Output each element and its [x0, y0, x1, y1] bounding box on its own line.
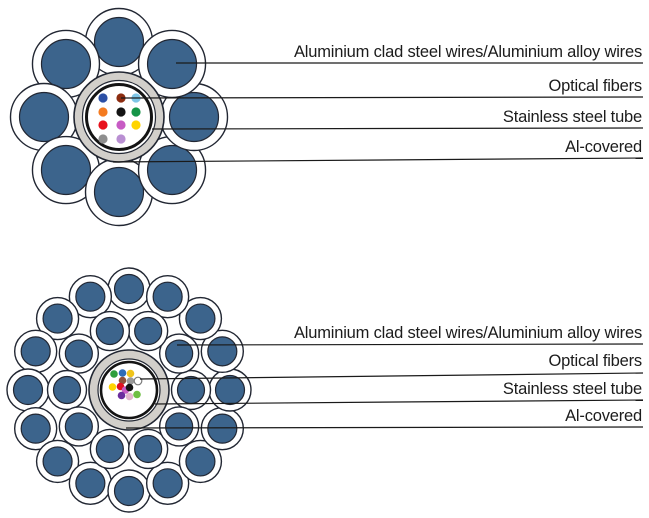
optical-fiber-dot [110, 370, 118, 378]
optical-fiber-dot [126, 369, 135, 378]
armor-wire [207, 336, 238, 367]
optical-fiber-dot [118, 376, 127, 385]
bottom-label-aluminium-wires: Aluminium clad steel wires/Aluminium all… [293, 324, 642, 342]
armor-wire [64, 339, 93, 368]
armor-wire [12, 374, 44, 406]
optical-fiber-dot [133, 390, 141, 399]
armor-wire [75, 468, 106, 499]
cable-cross-section-8-wire [9, 7, 644, 227]
leader-line-1 [139, 372, 644, 380]
top-label-aluminium-wires: Aluminium clad steel wires/Aluminium all… [293, 43, 642, 61]
leader-line-1 [120, 96, 644, 99]
armor-wire [75, 281, 106, 312]
cable-cross-section-two-layer [6, 267, 644, 513]
optical-fiber-dot [117, 391, 126, 400]
armor-wire [52, 375, 82, 405]
armor-wire [185, 303, 216, 334]
armor-wire [42, 446, 73, 477]
armor-wire [95, 316, 124, 346]
leader-line-2 [151, 127, 644, 130]
top-label-al-covered: Al-covered [565, 138, 642, 156]
armor-wire [42, 303, 73, 334]
armor-wire [113, 273, 145, 305]
armor-wire [40, 38, 92, 90]
armor-wire [168, 91, 220, 143]
armor-wire [152, 468, 183, 499]
optical-fiber-dot [108, 383, 117, 391]
armor-wire [146, 38, 198, 90]
armor-wire [93, 166, 145, 218]
armor-wire [134, 434, 163, 464]
armor-wire [214, 374, 246, 406]
armor-wire [93, 16, 145, 68]
armor-wire [185, 446, 216, 477]
optical-fiber-dot [125, 392, 134, 401]
armor-wire [165, 339, 194, 368]
top-label-stainless-steel-tube: Stainless steel tube [502, 108, 642, 126]
optical-fiber-dot [98, 134, 108, 144]
armor-wire [165, 412, 194, 441]
optical-fiber-dot [116, 134, 126, 144]
bottom-label-stainless-steel-tube: Stainless steel tube [502, 380, 642, 398]
armor-wire [64, 412, 93, 441]
optical-fiber-dot [131, 107, 141, 117]
optical-fiber-dot [98, 120, 108, 130]
optical-fiber-dot [98, 93, 108, 103]
bottom-label-optical-fibers: Optical fibers [548, 352, 643, 370]
optical-fiber-dot [116, 107, 126, 117]
armor-wire [207, 413, 238, 444]
leader-line-3 [112, 157, 644, 163]
optical-fiber-dot [131, 120, 141, 130]
optical-fiber-dot [118, 369, 127, 377]
armor-wire [152, 281, 183, 312]
armor-wire [113, 475, 145, 507]
armor-wire [20, 336, 51, 367]
armor-wire [134, 316, 163, 346]
optical-fiber-dot [98, 107, 108, 117]
leader-line-2 [154, 399, 644, 405]
armor-wire [146, 144, 198, 196]
armor-wire [18, 91, 70, 143]
top-label-optical-fibers: Optical fibers [548, 77, 643, 95]
leader-line-3 [125, 426, 644, 429]
optical-fiber-dot [133, 376, 143, 386]
bottom-label-al-covered: Al-covered [565, 407, 642, 425]
leader-line-0 [176, 343, 644, 346]
armor-wire [176, 375, 206, 405]
armor-wire [40, 144, 92, 196]
optical-fiber-dot [126, 377, 135, 385]
optical-fiber-dot [116, 120, 126, 130]
optical-fiber-dot [125, 383, 134, 392]
armor-wire [95, 434, 124, 464]
armor-wire [20, 413, 51, 444]
